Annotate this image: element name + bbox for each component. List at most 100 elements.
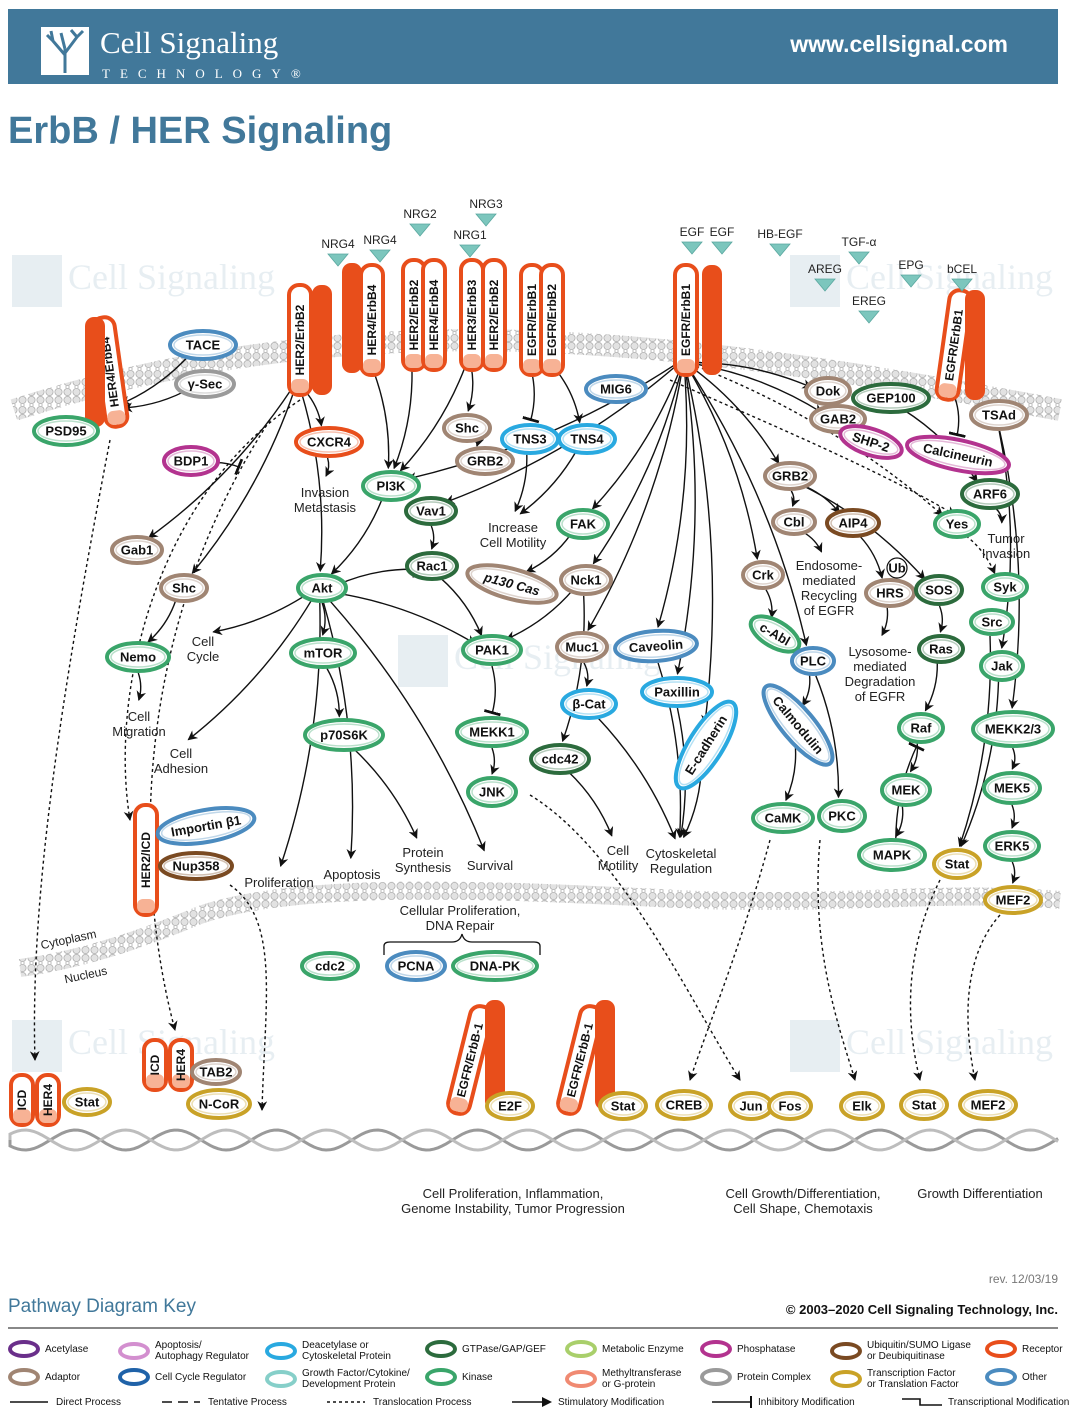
- node-hrs[interactable]: HRS: [864, 578, 916, 608]
- node-mtor[interactable]: mTOR: [289, 637, 357, 669]
- node-jun[interactable]: Jun: [728, 1091, 774, 1121]
- node-cdc42[interactable]: cdc42: [529, 743, 591, 775]
- node-dok[interactable]: Dok: [804, 376, 852, 406]
- node-jak[interactable]: Jak: [979, 650, 1025, 682]
- node-tns4[interactable]: TNS4: [557, 423, 617, 455]
- node-tns3[interactable]: TNS3: [500, 423, 560, 455]
- node-calc[interactable]: Calcineurin: [904, 430, 1012, 481]
- node-mek5[interactable]: MEK5: [982, 771, 1042, 805]
- node-fak[interactable]: FAK: [556, 508, 610, 540]
- receptor-her4-erbb4: HER4/ErbB4: [421, 258, 447, 372]
- svg-text:cdc42: cdc42: [542, 752, 579, 767]
- legend-item: GTPase/GAP/GEF: [425, 1340, 546, 1358]
- receptor-her2-icd: HER2/ICD: [133, 803, 159, 917]
- node-calmod[interactable]: Calmodulin: [754, 676, 843, 773]
- node-cdc2[interactable]: cdc2: [300, 951, 360, 981]
- node-bcat[interactable]: β-Cat: [560, 688, 618, 720]
- node-arf6[interactable]: ARF6: [960, 478, 1020, 510]
- node-gsec[interactable]: γ-Sec: [174, 369, 236, 399]
- node-camk[interactable]: CaMK: [751, 802, 815, 834]
- node-e2f[interactable]: E2F: [485, 1091, 535, 1121]
- node-nck1[interactable]: Nck1: [559, 564, 613, 596]
- node-muc1[interactable]: Muc1: [555, 631, 609, 663]
- node-tsad[interactable]: TSAd: [969, 399, 1029, 431]
- edge-akt-rac1: [336, 560, 416, 586]
- node-sos[interactable]: SOS: [914, 574, 964, 606]
- node-tab2[interactable]: TAB2: [190, 1058, 242, 1086]
- node-rac1[interactable]: Rac1: [405, 551, 459, 581]
- node-psd95[interactable]: PSD95: [32, 415, 100, 447]
- website-link[interactable]: www.cellsignal.com: [790, 31, 1008, 57]
- node-stat1[interactable]: Stat: [932, 848, 982, 880]
- node-pi3k[interactable]: PI3K: [361, 470, 421, 502]
- svg-text:MEKK1: MEKK1: [469, 725, 515, 740]
- node-cxcr4[interactable]: CXCR4: [294, 426, 364, 458]
- edge-cdc42-l9: [568, 771, 614, 837]
- node-erk5[interactable]: ERK5: [983, 830, 1041, 862]
- node-shc2[interactable]: Shc: [159, 573, 209, 603]
- node-mapk[interactable]: MAPK: [857, 838, 927, 872]
- ligand-hb-egf: HB-EGF: [757, 227, 803, 257]
- node-stat3[interactable]: Stat: [598, 1091, 648, 1121]
- node-shp2[interactable]: SHP-2: [837, 420, 906, 465]
- node-dnapk[interactable]: DNA-PK: [451, 950, 539, 982]
- node-gep100[interactable]: GEP100: [851, 382, 931, 414]
- node-mef2b[interactable]: MEF2: [958, 1089, 1018, 1121]
- node-importin[interactable]: Importin β1: [155, 802, 257, 851]
- node-stat4[interactable]: Stat: [899, 1089, 949, 1121]
- node-creb[interactable]: CREB: [655, 1089, 713, 1121]
- node-mekk23[interactable]: MEKK2/3: [971, 710, 1055, 748]
- translocation-edge: [149, 419, 271, 1031]
- edge-grb2b-cbl: [790, 490, 801, 508]
- receptor-egfr-erbb1: EGFR/ErbB1: [519, 263, 545, 377]
- node-bdp1[interactable]: BDP1: [162, 445, 220, 477]
- node-vav1[interactable]: Vav1: [404, 496, 458, 526]
- node-pcna[interactable]: PCNA: [385, 950, 447, 982]
- node-ncor[interactable]: N-CoR: [186, 1088, 252, 1120]
- node-stat2[interactable]: Stat: [62, 1087, 112, 1117]
- svg-text:TAB2: TAB2: [200, 1065, 233, 1080]
- node-src[interactable]: Src: [969, 608, 1015, 636]
- node-yes[interactable]: Yes: [933, 509, 981, 539]
- svg-text:EGF: EGF: [680, 225, 705, 239]
- svg-text:AREG: AREG: [808, 262, 842, 276]
- node-syk[interactable]: Syk: [981, 572, 1029, 602]
- node-nup358[interactable]: Nup358: [158, 851, 234, 881]
- svg-text:Syk: Syk: [993, 580, 1017, 595]
- node-raf[interactable]: Raf: [897, 712, 945, 744]
- node-shc1[interactable]: Shc: [442, 413, 492, 443]
- node-pak1[interactable]: PAK1: [461, 634, 523, 666]
- legend-swatch: [985, 1340, 1017, 1358]
- svg-text:Cell Signaling: Cell Signaling: [846, 1022, 1053, 1062]
- node-p70[interactable]: p70S6K: [303, 718, 385, 752]
- node-gab1[interactable]: Gab1: [110, 535, 164, 565]
- node-elk[interactable]: Elk: [839, 1091, 885, 1121]
- svg-text:Shc: Shc: [172, 581, 196, 596]
- node-plc[interactable]: PLC: [790, 646, 836, 676]
- node-mekk1[interactable]: MEKK1: [455, 716, 529, 748]
- node-grb2b[interactable]: GRB2: [763, 461, 817, 491]
- node-cbl[interactable]: Cbl: [771, 508, 817, 536]
- node-crk[interactable]: Crk: [741, 560, 785, 590]
- svg-text:Dok: Dok: [816, 384, 841, 399]
- node-jnk[interactable]: JNK: [466, 776, 518, 808]
- node-mef2a[interactable]: MEF2: [983, 885, 1043, 915]
- node-pkc[interactable]: PKC: [817, 799, 867, 833]
- node-p130[interactable]: p130 Cas: [464, 558, 561, 611]
- legend-swatch: [8, 1340, 40, 1358]
- node-caveolin[interactable]: Caveolin: [613, 628, 699, 664]
- node-fos[interactable]: Fos: [767, 1091, 813, 1121]
- node-ras[interactable]: Ras: [917, 634, 965, 664]
- node-cabl[interactable]: c-Abl: [745, 609, 805, 659]
- node-akt[interactable]: Akt: [296, 573, 348, 603]
- node-mek[interactable]: MEK: [880, 773, 932, 807]
- node-nemo[interactable]: Nemo: [105, 641, 171, 673]
- node-paxillin[interactable]: Paxillin: [640, 676, 714, 708]
- node-grb2a[interactable]: GRB2: [455, 446, 515, 476]
- node-aip4[interactable]: AIP4: [825, 508, 881, 538]
- node-mig6[interactable]: MIG6: [584, 374, 648, 404]
- svg-text:Stat: Stat: [945, 857, 970, 872]
- node-tace[interactable]: TACE: [168, 329, 238, 361]
